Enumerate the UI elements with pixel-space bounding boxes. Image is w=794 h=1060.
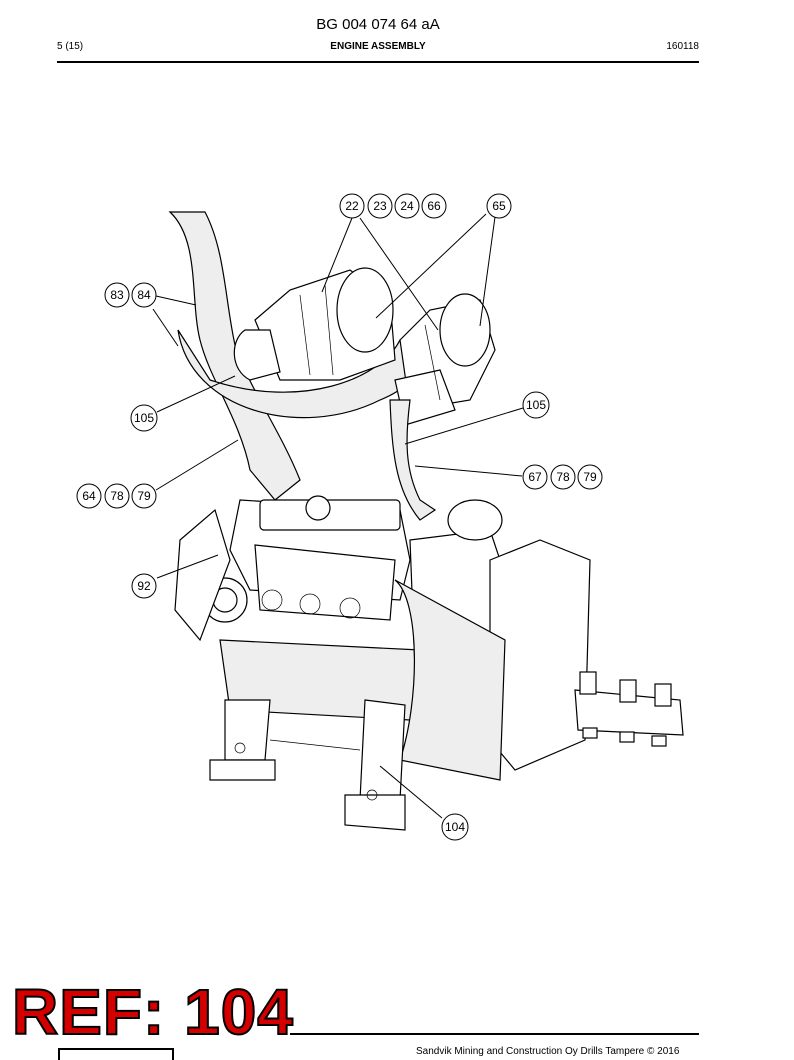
engine-block: [174, 495, 421, 721]
callout-24: 24: [394, 193, 420, 219]
callout-67: 67: [522, 464, 548, 490]
callout-label: 78: [556, 470, 570, 484]
document-number: BG 004 074 64 aA: [316, 16, 440, 33]
leader-lines: [152, 213, 524, 819]
callout-label: 79: [583, 470, 597, 484]
callout-79-right: 79: [577, 464, 603, 490]
footer-divider: [290, 1033, 699, 1035]
callout-label: 84: [137, 288, 151, 302]
ref-overlay-label: REF: 104: [11, 976, 294, 1048]
callout-label: 92: [137, 579, 151, 593]
hydraulic-manifold: [574, 671, 684, 747]
callout-66: 66: [421, 193, 447, 219]
air-filter-1: [233, 267, 396, 381]
callout-23: 23: [367, 193, 393, 219]
callout-label: 24: [400, 199, 414, 213]
callout-label: 22: [345, 199, 359, 213]
callout-label: 64: [82, 489, 96, 503]
callout-label: 105: [134, 411, 154, 425]
callout-92: 92: [131, 573, 157, 599]
air-filter-2: [394, 293, 496, 426]
callout-105-right: 105: [522, 391, 550, 419]
callout-label: 104: [445, 820, 465, 834]
callout-label: 105: [526, 398, 546, 412]
callout-78-right: 78: [550, 464, 576, 490]
callout-105-left: 105: [130, 404, 158, 432]
date-code: 160118: [666, 41, 699, 52]
section-title: ENGINE ASSEMBLY: [330, 41, 426, 52]
callout-64: 64: [76, 483, 102, 509]
callout-79-left: 79: [131, 483, 157, 509]
callout-22: 22: [339, 193, 365, 219]
callout-label: 23: [373, 199, 387, 213]
callout-label: 79: [137, 489, 151, 503]
callout-65: 65: [486, 193, 512, 219]
header-divider: [57, 61, 699, 63]
callout-78-left: 78: [104, 483, 130, 509]
callout-label: 66: [427, 199, 441, 213]
page-number: 5 (15): [57, 41, 84, 52]
callout-label: 67: [528, 470, 542, 484]
radiator-housing: [394, 499, 591, 781]
mounting-brackets: [209, 699, 406, 831]
company-logo: [58, 1048, 174, 1060]
callout-104: 104: [441, 813, 469, 841]
copyright-text: Sandvik Mining and Construction Oy Drill…: [416, 1046, 680, 1057]
callout-label: 65: [492, 199, 506, 213]
callout-84: 84: [131, 282, 157, 308]
callout-83: 83: [104, 282, 130, 308]
callout-label: 83: [110, 288, 124, 302]
intake-hose-right: [389, 399, 437, 521]
callout-label: 78: [110, 489, 124, 503]
